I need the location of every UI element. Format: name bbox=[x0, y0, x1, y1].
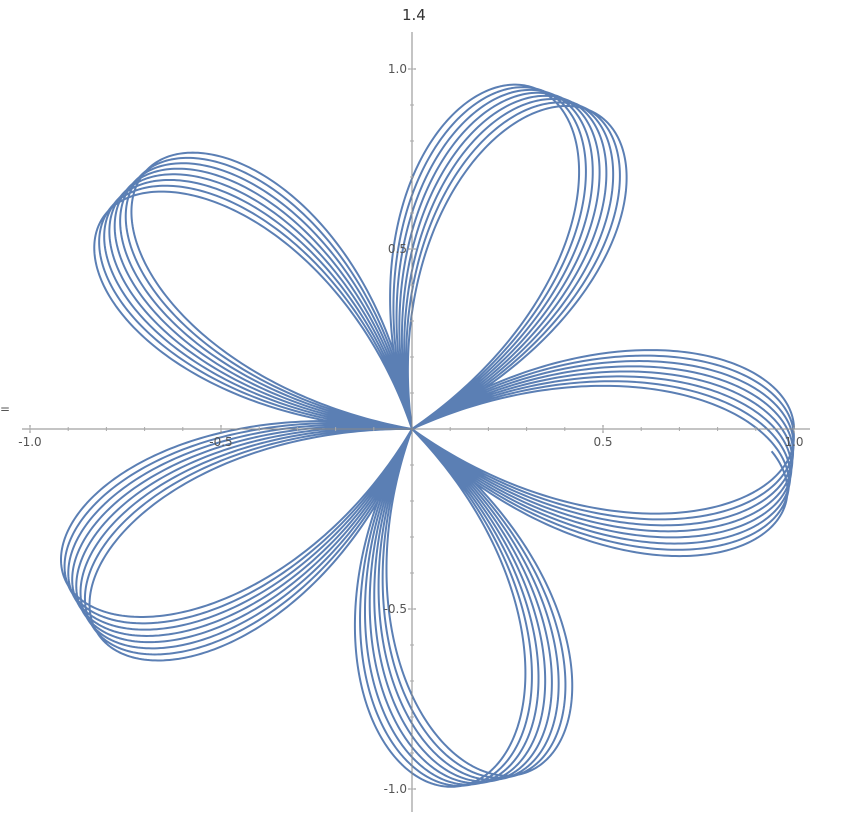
x-tick-label: 0.5 bbox=[593, 435, 612, 449]
x-tick-label: -1.0 bbox=[18, 435, 41, 449]
top-axis-label: 1.4 bbox=[402, 6, 426, 24]
y-tick-label: -1.0 bbox=[384, 782, 407, 796]
y-tick-label: 1.0 bbox=[388, 62, 407, 76]
curve-layer bbox=[59, 83, 795, 788]
rose-curve-line bbox=[59, 83, 795, 788]
x-tick-label: -0.5 bbox=[209, 435, 232, 449]
y-tick-label: -0.5 bbox=[384, 602, 407, 616]
ticks-layer: -1.0 -0.5 0.5 1.0 -1.0 -0.5 0.5 1.0 bbox=[18, 62, 803, 796]
side-axis-label: = bbox=[0, 402, 11, 416]
y-tick-label: 0.5 bbox=[388, 242, 407, 256]
x-tick-label: 1.0 bbox=[784, 435, 803, 449]
